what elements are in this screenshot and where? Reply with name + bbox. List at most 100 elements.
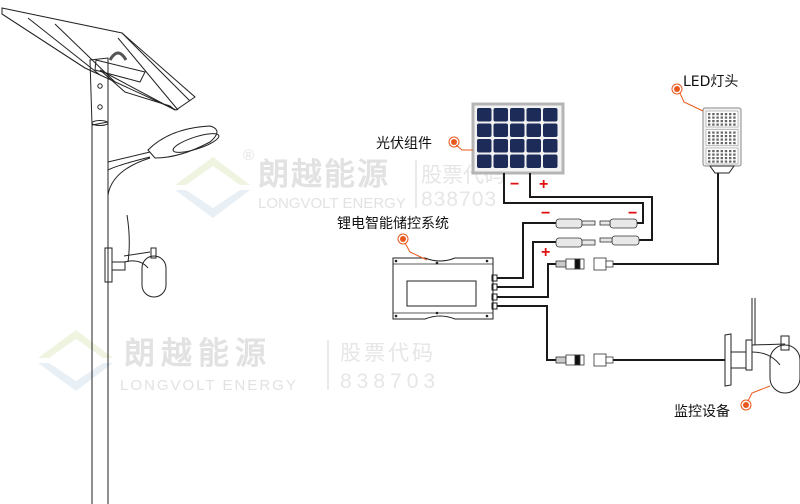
- label-led-head: LED灯头: [683, 74, 738, 90]
- led-chip: [708, 120, 711, 123]
- led-chip: [724, 153, 728, 156]
- mc4-connectors: [555, 218, 640, 248]
- led-chip: [716, 120, 719, 123]
- led-chip: [716, 113, 719, 116]
- pv-positive-mark: +: [539, 176, 548, 193]
- led-chip: [724, 120, 728, 123]
- led-chip: [712, 157, 715, 160]
- pv-cell: [493, 123, 508, 137]
- led-chip: [729, 131, 732, 134]
- led-chip: [720, 123, 723, 126]
- pv-cell: [526, 108, 541, 122]
- led-chip: [708, 138, 711, 141]
- pv-cell: [526, 123, 541, 137]
- pointer-dot-icon: [671, 83, 704, 112]
- led-chip: [724, 142, 728, 145]
- pv-cell: [477, 123, 492, 137]
- led-chip: [708, 150, 711, 153]
- watermark-brand-cn: 朗越能源: [258, 157, 390, 193]
- pv-cell: [510, 108, 525, 122]
- led-head: [702, 107, 742, 174]
- led-chip: [716, 116, 719, 119]
- led-chip: [733, 113, 736, 116]
- led-chip: [716, 150, 719, 153]
- pv-cell: [526, 154, 541, 168]
- led-chip: [716, 135, 719, 138]
- led-chip: [712, 160, 715, 163]
- dc-connectors: [555, 257, 614, 367]
- pv-cell: [493, 139, 508, 153]
- led-chip: [724, 138, 728, 141]
- led-chip: [729, 113, 732, 116]
- label-storage-controller: 锂电智能储控系统: [337, 216, 449, 232]
- solar-panel-on-pole: [1, 7, 196, 111]
- led-chip: [733, 120, 736, 123]
- pv-negative-wire: [503, 173, 644, 224]
- led-chip: [729, 160, 732, 163]
- led-chip: [724, 116, 728, 119]
- pv-cell: [493, 108, 508, 122]
- monitoring-camera: [724, 298, 800, 394]
- led-chip: [724, 113, 728, 116]
- controller-pv-negative-wire: [497, 222, 556, 279]
- label-pv-module: 光伏组件: [376, 136, 432, 152]
- lamp-arm: [107, 125, 220, 196]
- led-chip: [720, 135, 723, 138]
- pv-cell: [477, 154, 492, 168]
- led-chip: [708, 157, 711, 160]
- led-chip: [716, 153, 719, 156]
- led-wire: [613, 173, 719, 265]
- led-chip: [729, 123, 732, 126]
- pv-cell: [543, 139, 558, 153]
- pv-cell: [510, 139, 525, 153]
- pv-cell: [510, 154, 525, 168]
- watermark-brand-en: LONGVOLT ENERGY: [258, 195, 406, 212]
- led-chip: [729, 120, 732, 123]
- pv-cell: [493, 154, 508, 168]
- led-chip: [733, 138, 736, 141]
- watermark-stock-code: 838703: [340, 370, 440, 393]
- led-chip: [724, 150, 728, 153]
- pole-camera: [104, 214, 167, 298]
- led-chip: [712, 153, 715, 156]
- led-chip: [708, 113, 711, 116]
- pv-cell: [526, 139, 541, 153]
- pv-negative-mark: −: [510, 176, 519, 193]
- pv-cell: [477, 139, 492, 153]
- connector-negative-mark: −: [628, 205, 637, 222]
- controller-camera-wire: [497, 305, 556, 361]
- led-chip: [720, 142, 723, 145]
- pv-cell: [543, 123, 558, 137]
- controller-pv-positive-wire: [497, 241, 556, 288]
- led-chip: [720, 113, 723, 116]
- led-chip: [708, 131, 711, 134]
- watermark-stock-code: 838703: [421, 188, 497, 211]
- led-chip: [733, 157, 736, 160]
- led-chip: [733, 116, 736, 119]
- pv-positive-wire: [529, 173, 653, 241]
- led-chip: [720, 138, 723, 141]
- watermark-brand-en: LONGVOLT ENERGY: [120, 377, 298, 394]
- watermark-top: ® 朗越能源 LONGVOLT ENERGY 股票代码 838703: [175, 147, 505, 218]
- brand-logo-icon: [175, 157, 250, 218]
- led-chip: [724, 131, 728, 134]
- led-chip: [708, 142, 711, 145]
- led-chip: [712, 113, 715, 116]
- led-chip: [716, 142, 719, 145]
- led-chip: [708, 153, 711, 156]
- led-chip: [724, 157, 728, 160]
- led-chip: [720, 160, 723, 163]
- led-chip: [712, 138, 715, 141]
- led-chip: [712, 116, 715, 119]
- pv-cell: [510, 123, 525, 137]
- led-chip: [708, 135, 711, 138]
- led-chip: [720, 120, 723, 123]
- led-chip: [720, 116, 723, 119]
- led-chip: [716, 131, 719, 134]
- led-chip: [720, 153, 723, 156]
- led-chip: [733, 142, 736, 145]
- led-chip: [733, 150, 736, 153]
- connector-negative-mark: −: [541, 205, 550, 222]
- led-chip: [716, 160, 719, 163]
